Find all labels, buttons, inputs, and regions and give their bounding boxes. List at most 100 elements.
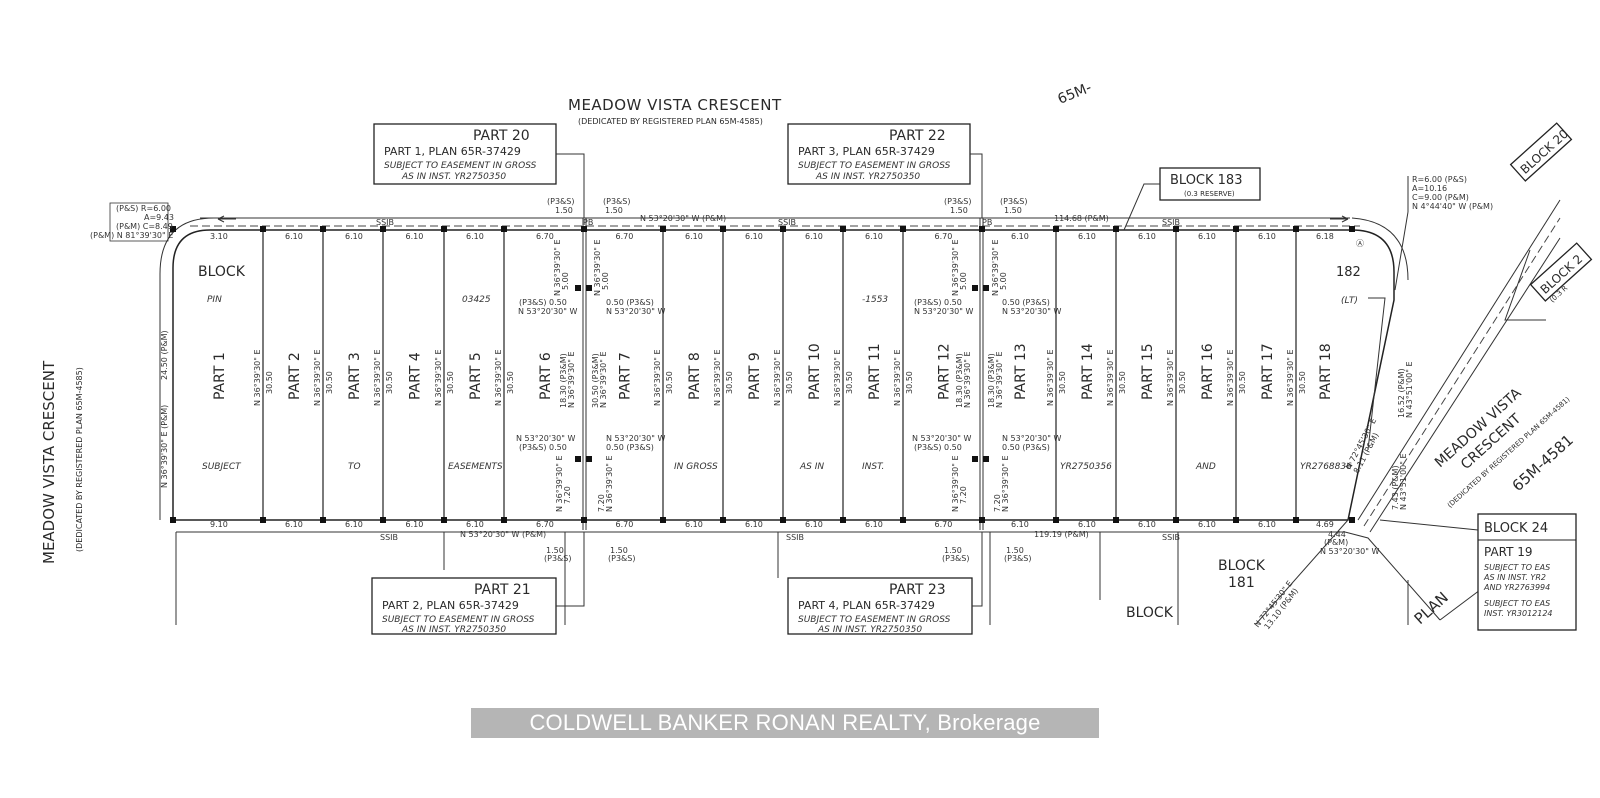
road-left-note: (DEDICATED BY REGISTERED PLAN 65M-4585)	[75, 367, 84, 552]
monument-bottom	[380, 517, 386, 523]
easement-word-yr2750356: YR2750356	[1060, 462, 1112, 472]
monument-top	[900, 226, 906, 232]
top-ssib-1: SSIB	[376, 218, 394, 227]
right-road-line-1	[1357, 199, 1561, 521]
lot-depth: 30.50	[1118, 371, 1127, 394]
monument-bottom	[840, 517, 846, 523]
monument-bottom	[320, 517, 326, 523]
svg-text:(P3&S) 0.50: (P3&S) 0.50	[914, 443, 962, 452]
bottom-distance: 119.19 (P&M)	[1034, 530, 1089, 539]
monument-top	[581, 226, 587, 232]
svg-text:0.50 (P3&S): 0.50 (P3&S)	[606, 298, 654, 307]
svg-text:SUBJECT TO EAS: SUBJECT TO EAS	[1484, 599, 1550, 608]
monument-bottom	[720, 517, 726, 523]
monument-top	[1349, 226, 1355, 232]
svg-text:N 53°20'30" W: N 53°20'30" W	[516, 434, 575, 443]
monument-bottom	[1113, 517, 1119, 523]
svg-text:5.00: 5.00	[999, 272, 1008, 290]
lot-bearing: N 36°39'30" E	[713, 349, 722, 406]
bottom-dimension: 6.10	[685, 520, 703, 529]
left-road-curve	[159, 217, 215, 520]
lot-bearing: N 36°39'30" E	[1046, 349, 1055, 406]
svg-text:5.00: 5.00	[601, 272, 610, 290]
right-road-line-2	[1369, 237, 1561, 533]
svg-text:SUBJECT TO EASEMENT IN GROSS: SUBJECT TO EASEMENT IN GROSS	[384, 161, 537, 171]
callout-part-23: PART 23 PART 4, PLAN 65R-37429 SUBJECT T…	[787, 532, 983, 635]
part-label: PART 15	[1140, 343, 1156, 400]
bottom-dimension: 6.70	[935, 520, 953, 529]
svg-text:N 53°20'30" W: N 53°20'30" W	[1002, 434, 1061, 443]
monument-top	[1053, 226, 1059, 232]
lt-label: (LT)	[1341, 296, 1358, 306]
svg-text:PART 22: PART 22	[889, 128, 946, 144]
svg-text:N 36°39'30" E: N 36°39'30" E	[995, 351, 1004, 408]
monument-bottom	[1349, 517, 1355, 523]
lot-depth: 30.50	[845, 371, 854, 394]
bottom-dimension: 6.10	[1011, 520, 1029, 529]
top-dimension: 6.10	[406, 232, 424, 241]
part-label: PART 9	[747, 352, 763, 400]
monument-bottom	[441, 517, 447, 523]
lot-depth: 30.50	[785, 371, 794, 394]
svg-text:(P3&S) 0.50: (P3&S) 0.50	[519, 298, 567, 307]
part-label: PART 5	[468, 352, 484, 400]
easement-word-inst: INST.	[862, 462, 884, 472]
pin-num-2: -1553	[862, 295, 888, 305]
monument-top	[1233, 226, 1239, 232]
svg-text:AS IN INST. YR2750350: AS IN INST. YR2750350	[401, 172, 506, 182]
easement-word-as-in: AS IN	[799, 462, 824, 472]
monument-top	[720, 226, 726, 232]
pin-label: PIN	[207, 295, 222, 305]
bottom-dimension: 6.70	[616, 520, 634, 529]
lot-bearing: N 36°39'30" E	[1286, 349, 1295, 406]
svg-text:N 36°39'30" E: N 36°39'30" E	[599, 351, 608, 408]
easement-word-easements: EASEMENTS	[448, 462, 503, 472]
svg-text:7.20: 7.20	[597, 494, 606, 512]
svg-text:1.50: 1.50	[1006, 546, 1024, 555]
svg-text:N 36°39'30" E: N 36°39'30" E	[963, 351, 972, 408]
right-curve-c: C=9.00 (P&M)	[1412, 193, 1469, 202]
svg-text:1.50: 1.50	[950, 206, 968, 215]
brokerage-watermark: COLDWELL BANKER RONAN REALTY, Brokerage	[471, 708, 1099, 738]
easement-word-and: AND	[1195, 462, 1216, 472]
lot-depth: 30.50	[1178, 371, 1187, 394]
right-road-dashed	[1363, 217, 1561, 527]
plan-ref-top: 65M-	[1056, 80, 1094, 108]
easement-word-in-gross: IN GROSS	[674, 462, 718, 472]
top-dimension: 6.10	[1011, 232, 1029, 241]
easement-word-subject: SUBJECT	[202, 462, 242, 472]
top-dimension: 6.10	[745, 232, 763, 241]
monument-top	[1113, 226, 1119, 232]
svg-text:1.50: 1.50	[546, 546, 564, 555]
top-dimension: 6.10	[285, 232, 303, 241]
svg-text:PART 1, PLAN 65R-37429: PART 1, PLAN 65R-37429	[384, 145, 521, 158]
top-dimension: 6.70	[935, 232, 953, 241]
svg-text:5.00: 5.00	[959, 272, 968, 290]
svg-text:N 36°39'30" E: N 36°39'30" E	[593, 239, 602, 296]
bottom-bearing: N 53°20'30" W (P&M)	[460, 530, 546, 539]
svg-text:N 36°39'30" E: N 36°39'30" E	[605, 455, 614, 512]
svg-text:7.20: 7.20	[959, 486, 968, 504]
svg-text:5.00: 5.00	[561, 272, 570, 290]
block-20-tag: BLOCK 20	[1509, 122, 1573, 182]
monument-bottom	[660, 517, 666, 523]
svg-text:N 53°20'30" W: N 53°20'30" W	[912, 434, 971, 443]
svg-text:AS IN INST. YR2750350: AS IN INST. YR2750350	[817, 625, 922, 635]
monument-bottom	[581, 517, 587, 523]
svg-text:(P3&S): (P3&S)	[544, 554, 571, 563]
monument-bottom	[979, 517, 985, 523]
svg-text:AS IN INST. YR2: AS IN INST. YR2	[1483, 573, 1546, 582]
part-label: PART 1	[212, 352, 228, 400]
svg-text:N 36°39'30" E: N 36°39'30" E	[567, 351, 576, 408]
top-dimension: 6.10	[1198, 232, 1216, 241]
lot-bearing: N 36°39'30" E	[313, 349, 322, 406]
lot-bearing: N 36°39'30" E	[893, 349, 902, 406]
lot-bearing: N 36°39'30" E	[434, 349, 443, 406]
right-lower-boundary	[1344, 531, 1441, 621]
svg-text:SUBJECT TO EASEMENT IN GROSS: SUBJECT TO EASEMENT IN GROSS	[798, 615, 951, 625]
block-181-label: BLOCK	[1218, 558, 1266, 574]
right-road-curve	[1351, 217, 1409, 281]
right-curve-leader	[1394, 176, 1409, 291]
bottom-dimension: 6.10	[466, 520, 484, 529]
